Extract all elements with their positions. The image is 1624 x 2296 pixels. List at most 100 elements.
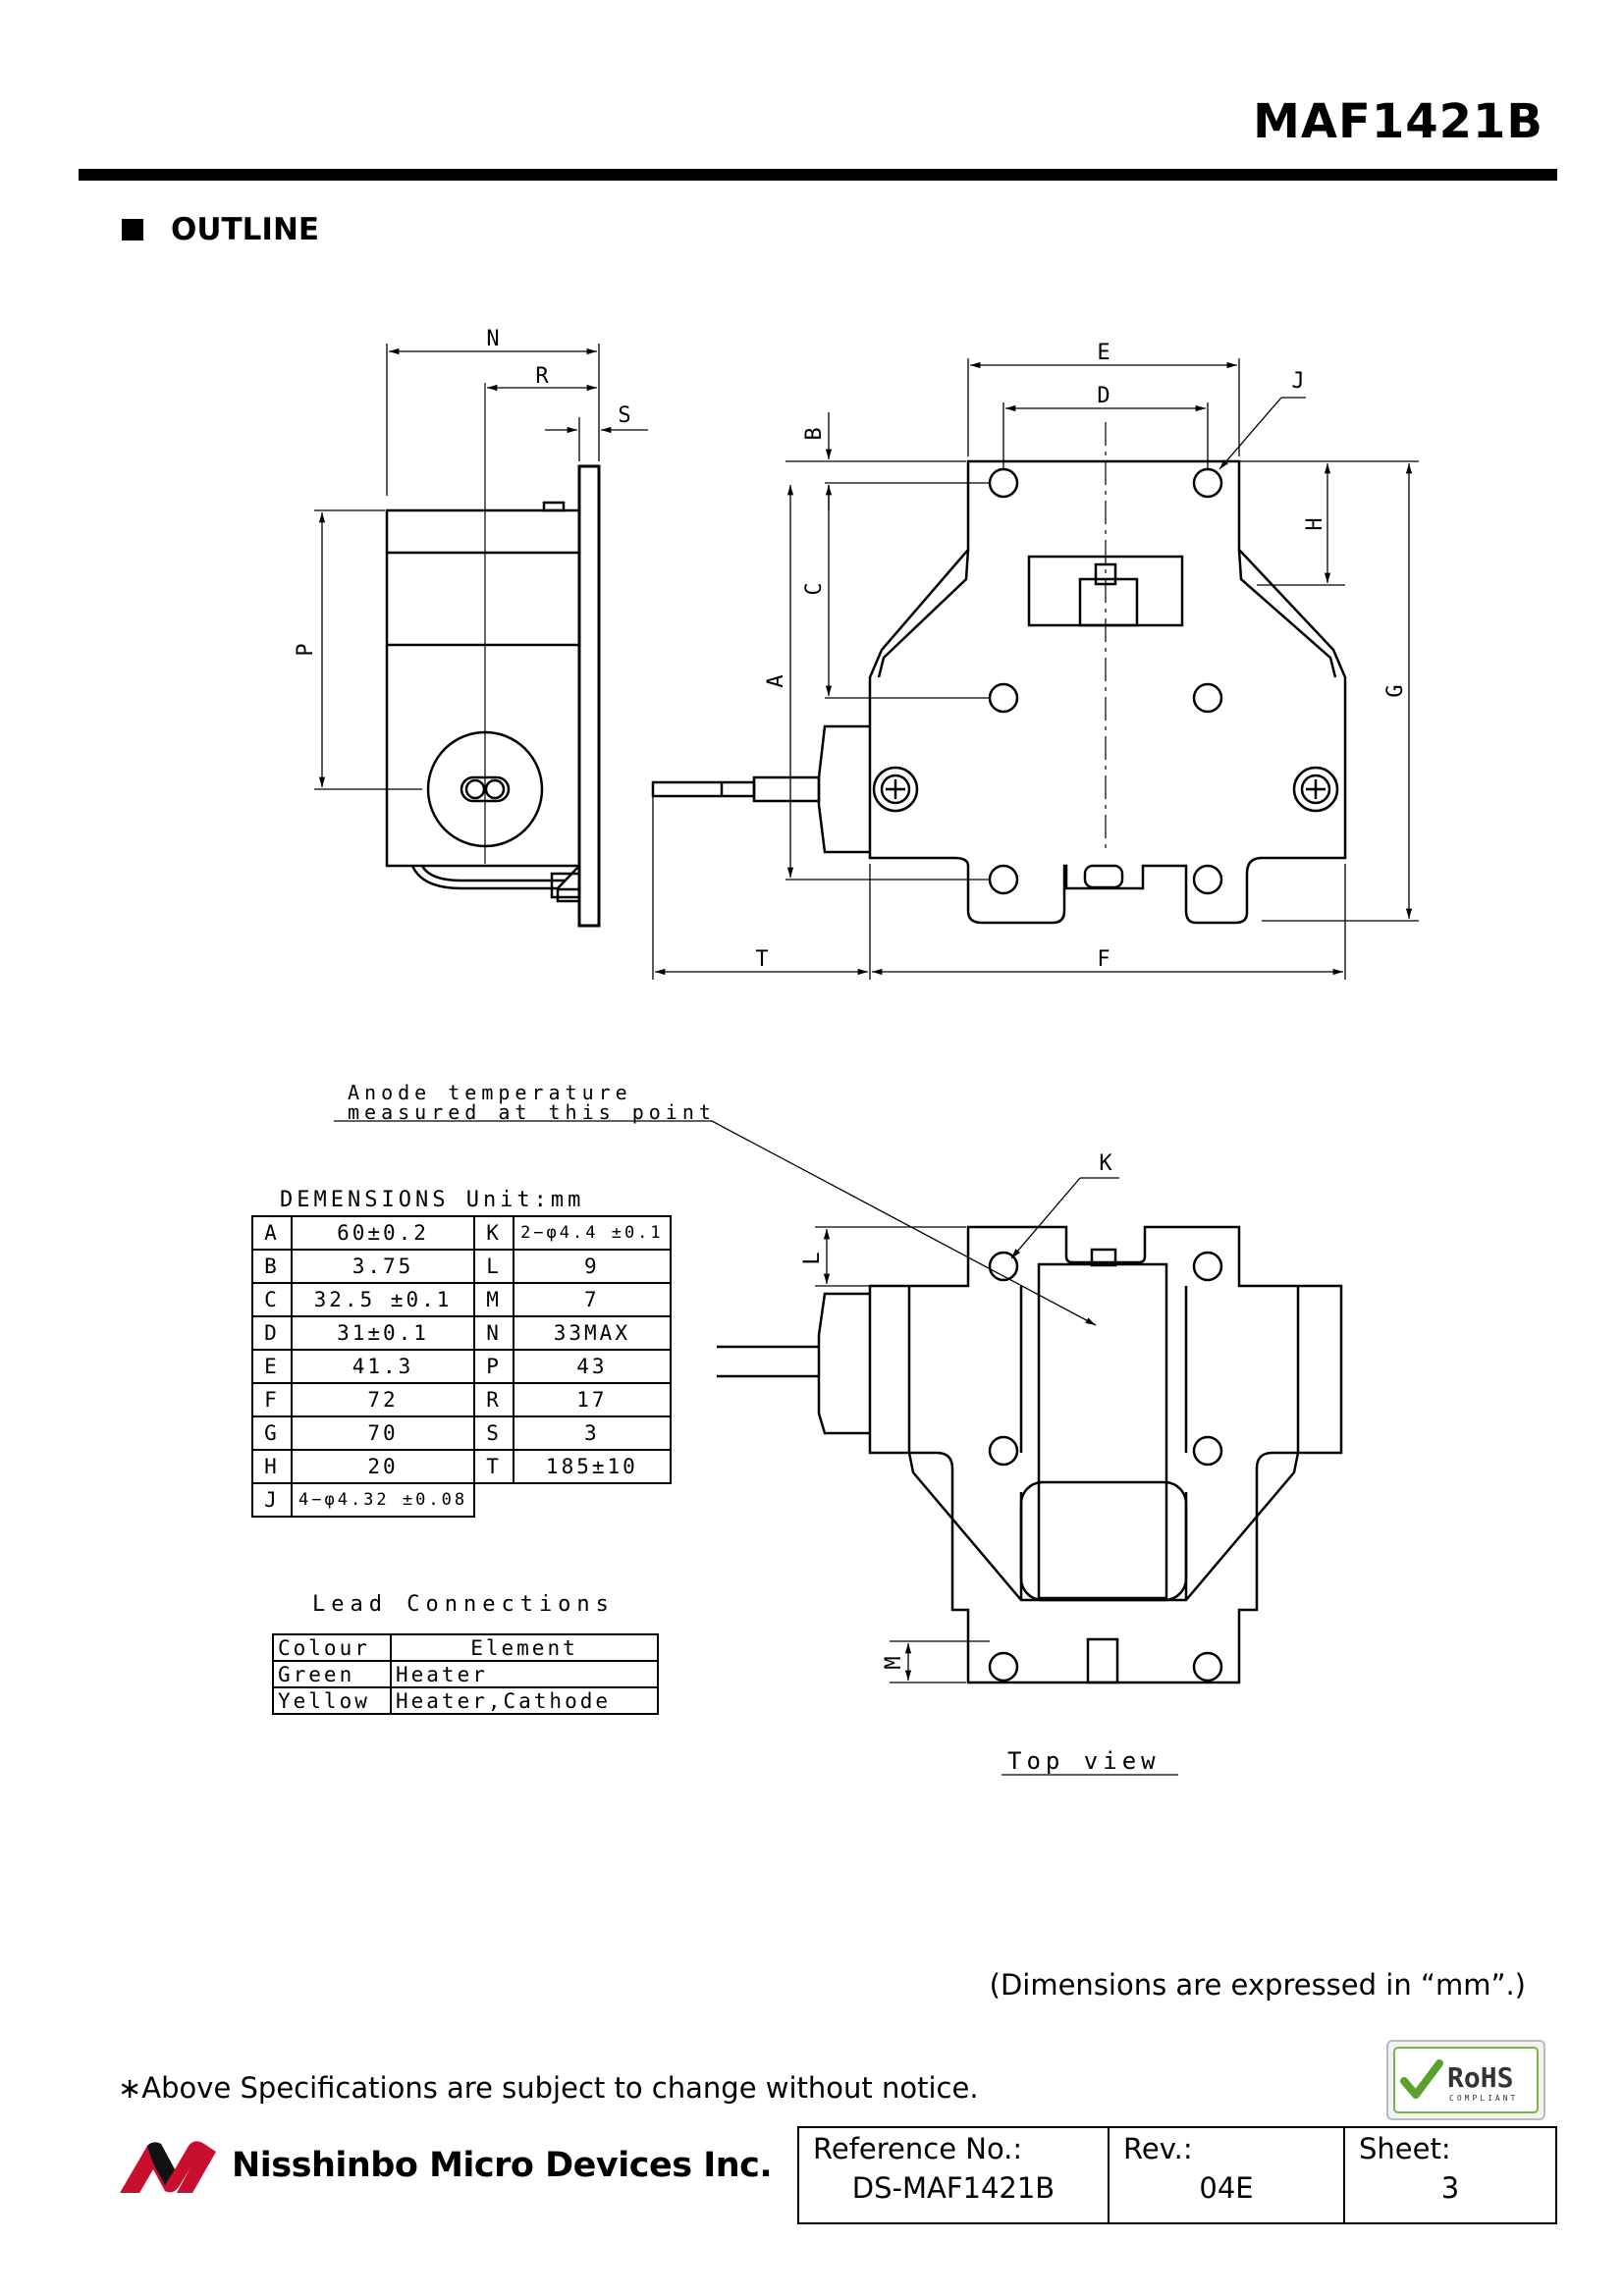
part-number-title: MAF1421B	[1253, 94, 1543, 149]
dim-value: 33MAX	[513, 1315, 672, 1351]
rohs-badge: RoHS COMPLIANT	[1386, 2040, 1545, 2120]
dim-value: 60±0.2	[290, 1215, 476, 1251]
dim-value: 41.3	[290, 1349, 476, 1384]
dim-key: K	[473, 1215, 515, 1251]
dim-value: 72	[290, 1382, 476, 1417]
rohs-check-icon: RoHS COMPLIANT	[1393, 2047, 1539, 2113]
dim-value: 185±10	[513, 1449, 672, 1484]
screw-left-icon	[872, 766, 919, 813]
lead-element: Heater	[390, 1660, 659, 1688]
screw-right-icon	[1292, 766, 1339, 813]
lead-connections-title: Lead Connections	[312, 1592, 615, 1617]
sheet-label: Sheet:	[1359, 2132, 1451, 2165]
dim-label-p: P	[294, 643, 318, 656]
dim-value: 3	[513, 1415, 672, 1451]
dim-value: 43	[513, 1349, 672, 1384]
spec-notice: ∗Above Specifications are subject to cha…	[118, 2071, 979, 2105]
dim-value: 2−φ4.4 ±0.1	[513, 1215, 672, 1251]
dim-key: G	[251, 1415, 293, 1451]
anode-note-line1: Anode temperature	[348, 1081, 632, 1104]
dim-label-s: S	[618, 403, 630, 428]
dim-key: C	[251, 1282, 293, 1317]
dim-key: R	[473, 1382, 515, 1417]
dim-label-a: A	[764, 674, 788, 687]
dim-value: 4−φ4.32 ±0.08	[290, 1482, 476, 1518]
dim-label-g: G	[1383, 684, 1408, 697]
front-view	[651, 422, 1347, 925]
company-name: Nisshinbo Micro Devices Inc.	[232, 2146, 773, 2185]
dim-value: 31±0.1	[290, 1315, 476, 1351]
rohs-subtext: COMPLIANT	[1449, 2094, 1518, 2103]
dim-value: 32.5 ±0.1	[290, 1282, 476, 1317]
dim-label-j: J	[1291, 369, 1304, 394]
dim-label-f: F	[1097, 947, 1110, 972]
dim-key: E	[251, 1349, 293, 1384]
top-view-label: Top view	[1007, 1747, 1161, 1775]
reference-label: Reference No.:	[813, 2132, 1023, 2165]
revision-value: 04E	[1199, 2171, 1254, 2205]
title-rule	[79, 169, 1557, 181]
column-header: Element	[390, 1633, 659, 1662]
dim-key: D	[251, 1315, 293, 1351]
section-bullet-icon	[122, 219, 143, 240]
lead-element: Heater,Cathode	[390, 1686, 659, 1715]
dim-value: 9	[513, 1249, 672, 1284]
reference-value: DS-MAF1421B	[851, 2171, 1056, 2205]
dim-key: M	[473, 1282, 515, 1317]
dim-key: H	[251, 1449, 293, 1484]
rohs-text: RoHS	[1447, 2061, 1513, 2094]
lead-colour: Yellow	[272, 1686, 392, 1715]
units-note: (Dimensions are expressed in “mm”.)	[989, 1968, 1526, 2002]
outline-drawing: N R S P E D J B H C A G T F K L M Anode …	[294, 327, 1419, 1776]
revision-cell: Rev.: 04E	[1108, 2126, 1345, 2224]
dim-value: 20	[290, 1449, 476, 1484]
side-view-dimensions	[314, 344, 648, 790]
table-row: Reference No.: DS-MAF1421B Rev.: 04E She…	[797, 2126, 1557, 2224]
top-view	[717, 1225, 1343, 1684]
top-view-holes	[988, 1251, 1223, 1682]
dim-value: 3.75	[290, 1249, 476, 1284]
side-view	[385, 383, 601, 928]
anode-note-line2: measured at this point	[348, 1100, 716, 1124]
dim-label-c: C	[802, 582, 827, 595]
reference-cell: Reference No.: DS-MAF1421B	[797, 2126, 1110, 2224]
dim-label-l: L	[800, 1252, 825, 1264]
dim-key: A	[251, 1215, 293, 1251]
dimensions-table-title: DEMENSIONS Unit:mm	[280, 1188, 585, 1212]
dim-label-t: T	[755, 947, 768, 972]
dim-key: N	[473, 1315, 515, 1351]
dim-label-r: R	[535, 364, 549, 389]
dim-label-d: D	[1097, 384, 1110, 408]
dim-key: P	[473, 1349, 515, 1384]
dim-key: F	[251, 1382, 293, 1417]
dim-label-m: M	[882, 1656, 906, 1669]
column-header: Colour	[272, 1633, 392, 1662]
dim-label-n: N	[486, 327, 499, 351]
sheet-value: 3	[1440, 2171, 1460, 2205]
dim-value: 17	[513, 1382, 672, 1417]
reference-table: Reference No.: DS-MAF1421B Rev.: 04E She…	[797, 2126, 1557, 2224]
dim-key: J	[251, 1482, 293, 1518]
top-view-dimensions	[334, 1120, 1178, 1776]
dim-key: L	[473, 1249, 515, 1284]
revision-label: Rev.:	[1123, 2132, 1193, 2165]
dim-key: S	[473, 1415, 515, 1451]
dim-key: T	[473, 1449, 515, 1484]
lead-colour: Green	[272, 1660, 392, 1688]
dim-label-h: H	[1303, 517, 1327, 530]
dim-label-k: K	[1099, 1151, 1112, 1176]
dim-value: 70	[290, 1415, 476, 1451]
dim-value: 7	[513, 1282, 672, 1317]
company-logo-icon	[120, 2141, 216, 2193]
